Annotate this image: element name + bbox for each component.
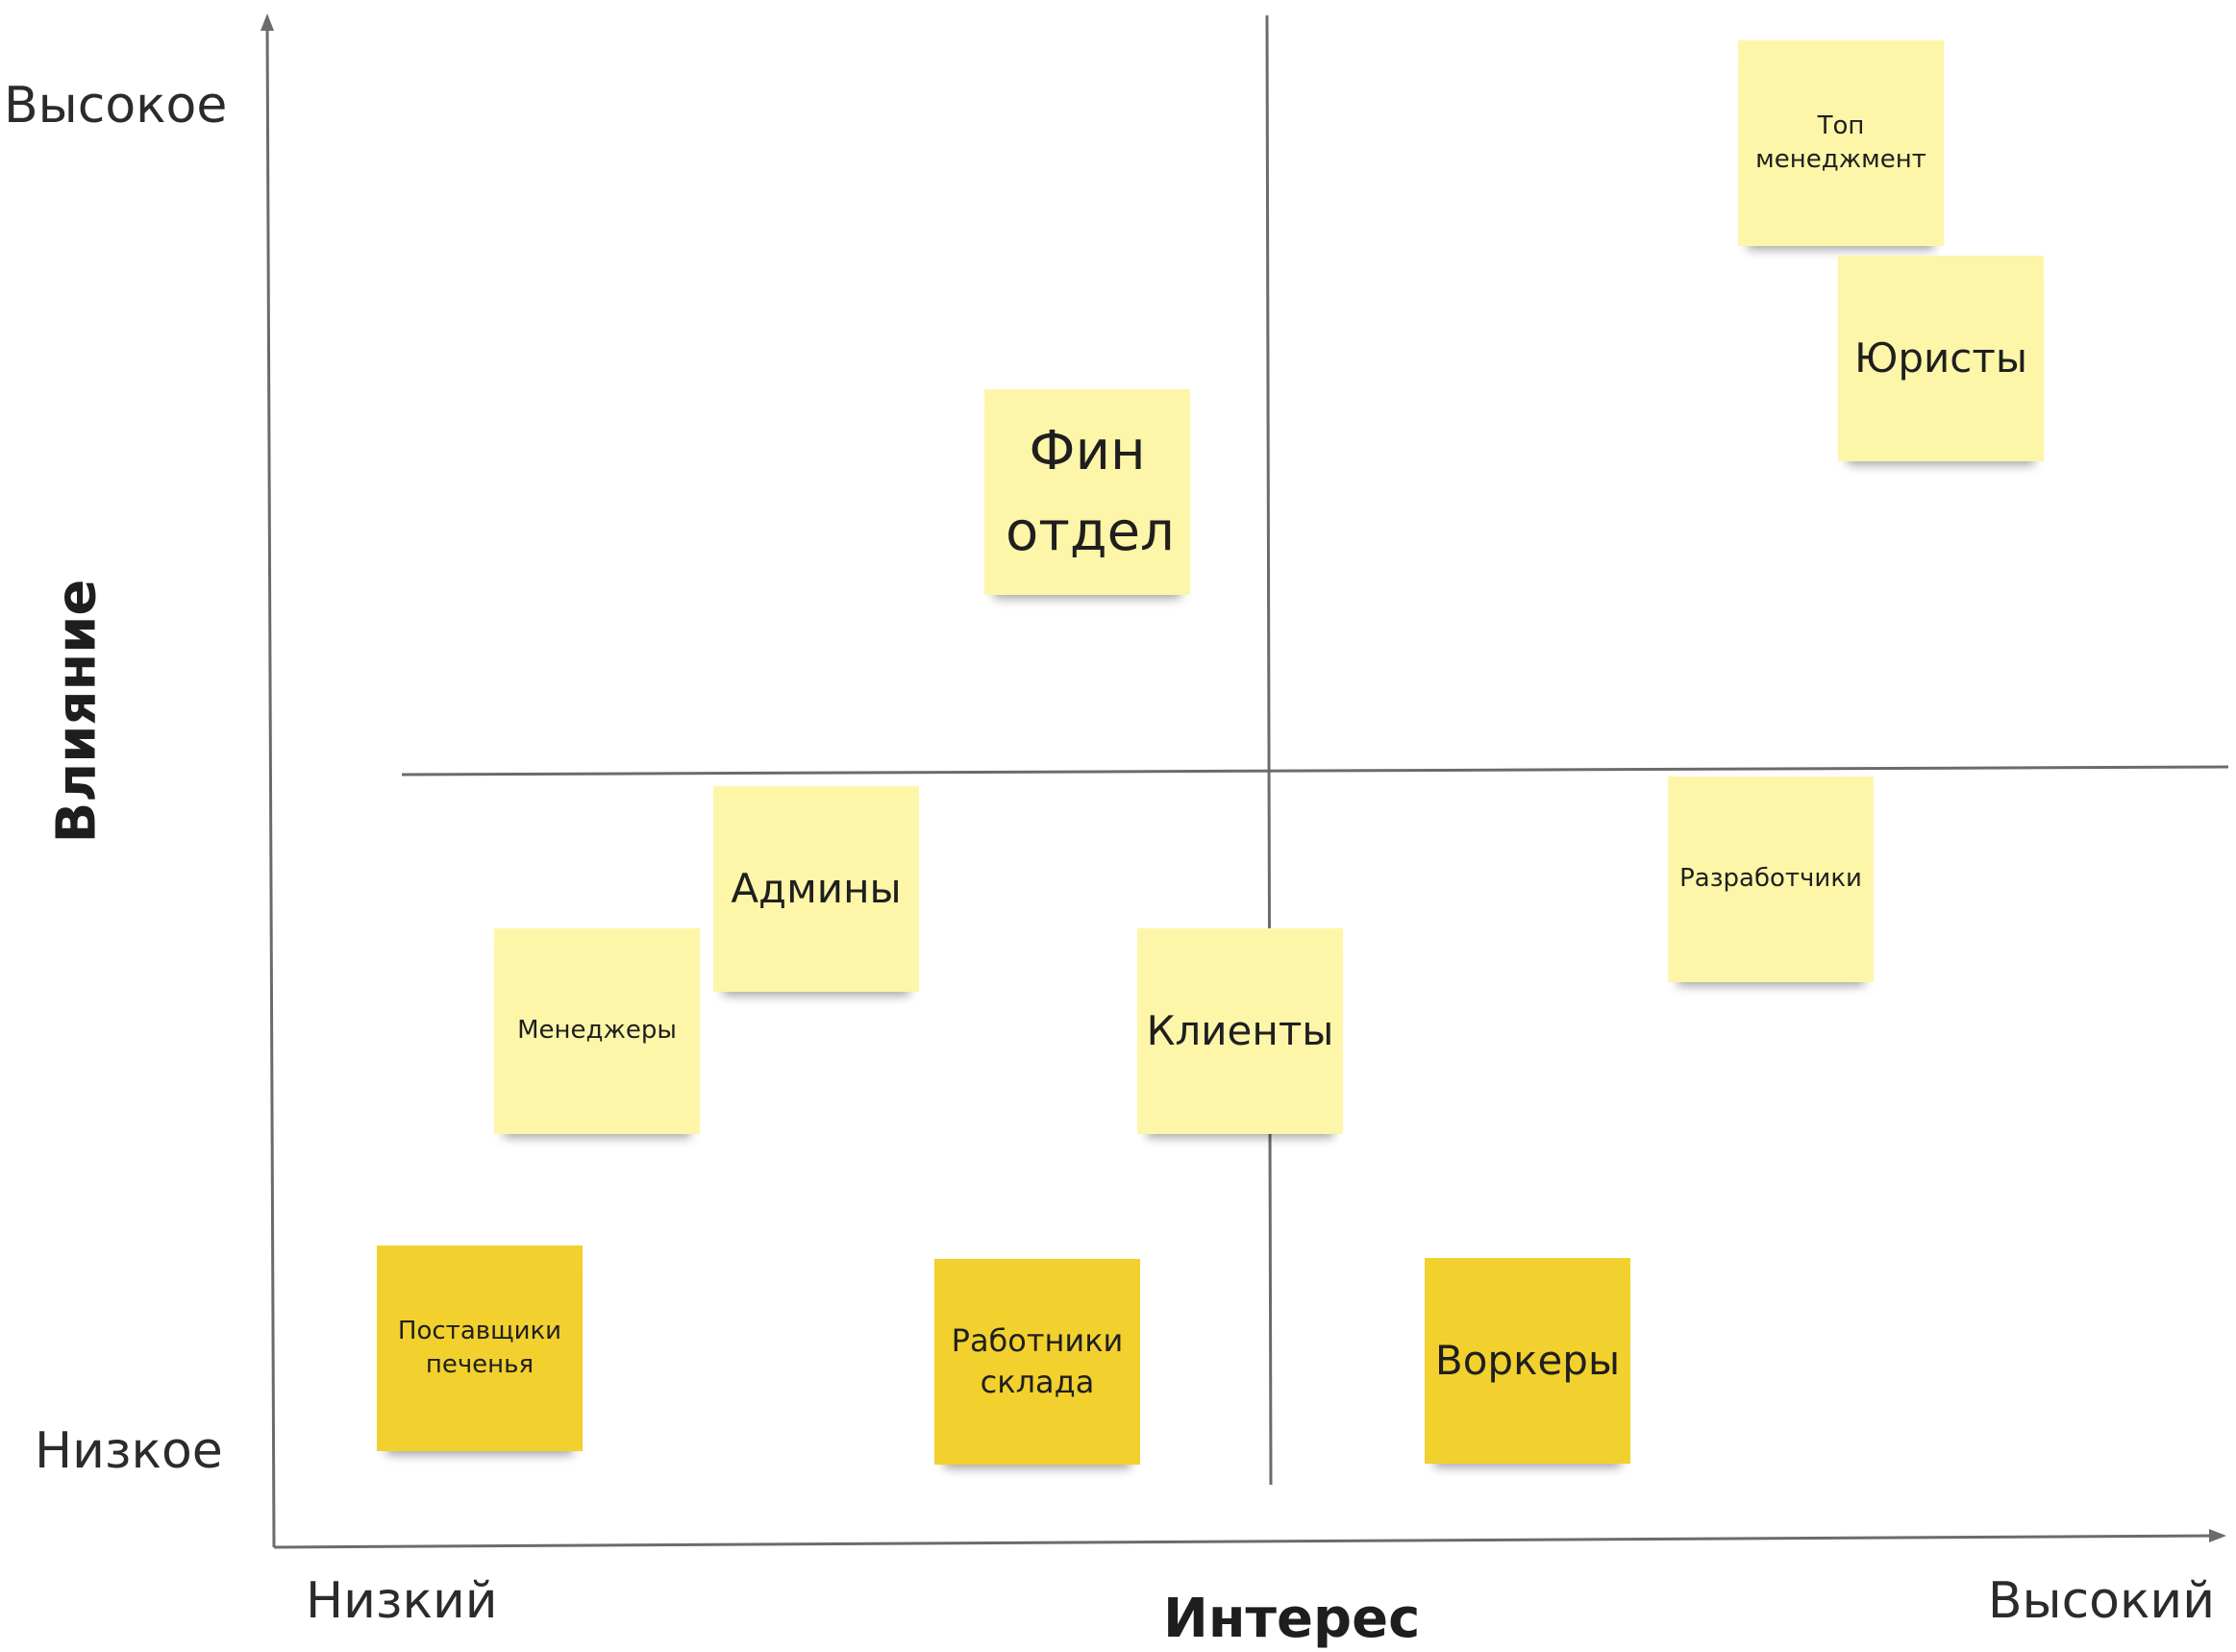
y-axis-low-label: Низкое xyxy=(35,1422,223,1480)
sticky-note-developers[interactable]: Разработчики xyxy=(1668,777,1874,982)
sticky-note-clients[interactable]: Клиенты xyxy=(1137,928,1343,1134)
horizontal-divider xyxy=(401,765,2229,777)
vertical-divider xyxy=(1265,14,1273,1486)
y-axis-arrowhead xyxy=(261,13,274,31)
y-axis-line xyxy=(265,20,276,1548)
sticky-note-warehouse-workers[interactable]: Работники склада xyxy=(934,1259,1140,1465)
sticky-note-label: Поставщики печенья xyxy=(397,1316,562,1379)
sticky-note-admins[interactable]: Админы xyxy=(713,786,919,992)
sticky-note-managers[interactable]: Менеджеры xyxy=(494,928,700,1134)
y-axis-title: Влияние xyxy=(45,579,109,844)
sticky-note-top-management[interactable]: Топ менеджмент xyxy=(1738,40,1944,246)
y-axis-high-label: Высокое xyxy=(4,77,228,135)
sticky-note-finance[interactable]: Фин отдел xyxy=(984,389,1190,595)
x-axis-line xyxy=(273,1534,2217,1549)
sticky-note-label: Воркеры xyxy=(1434,1336,1621,1384)
sticky-note-cookie-suppliers[interactable]: Поставщики печенья xyxy=(377,1245,583,1451)
sticky-note-label: Менеджеры xyxy=(517,1016,677,1046)
x-axis-high-label: Высокий xyxy=(1987,1572,2215,1630)
sticky-note-label: Топ менеджмент xyxy=(1755,111,1926,174)
sticky-note-label: Клиенты xyxy=(1146,1006,1334,1054)
sticky-note-lawyers[interactable]: Юристы xyxy=(1838,256,2044,461)
x-axis-low-label: Низкий xyxy=(306,1572,498,1630)
x-axis-arrowhead xyxy=(2209,1529,2226,1542)
sticky-note-label: Админы xyxy=(731,864,902,912)
sticky-note-label: Фин отдел xyxy=(1006,420,1175,563)
sticky-note-label: Юристы xyxy=(1853,333,2028,382)
sticky-note-label: Разработчики xyxy=(1679,864,1862,894)
sticky-note-workers[interactable]: Воркеры xyxy=(1425,1258,1630,1464)
sticky-note-label: Работники склада xyxy=(951,1321,1124,1400)
x-axis-title: Интерес xyxy=(1163,1588,1421,1650)
